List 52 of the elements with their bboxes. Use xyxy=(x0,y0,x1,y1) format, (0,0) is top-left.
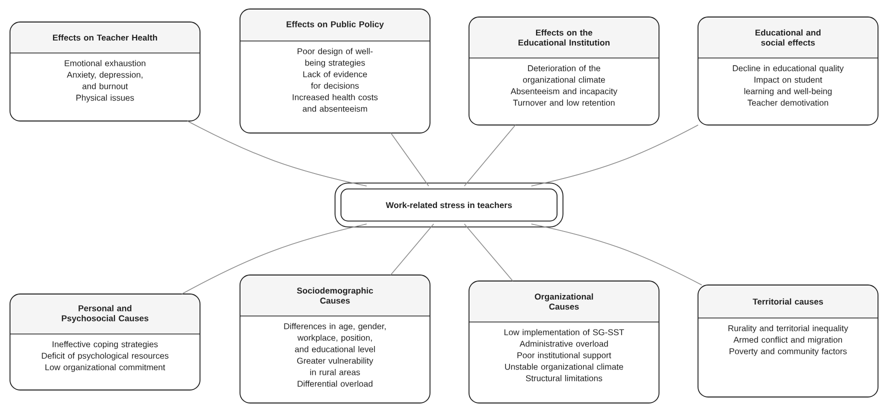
category-box xyxy=(698,284,878,398)
box-heading: Sociodemographic Causes xyxy=(297,287,374,304)
connector-line xyxy=(390,132,430,186)
category-box xyxy=(698,16,878,126)
connector-line xyxy=(530,124,699,186)
list-item: Low implementation of SG-SST xyxy=(504,329,624,337)
connector-line xyxy=(186,120,368,186)
list-item: Poverty and community factors xyxy=(730,348,847,356)
category-box xyxy=(10,294,200,390)
list-item: Turnover and low retention xyxy=(513,100,615,106)
central-topic: Work-related stress in teachers xyxy=(386,202,512,208)
list-item: Armed conflict and migration xyxy=(733,336,842,344)
list-item: Low organizational commitment xyxy=(45,364,166,372)
list-item: Physical issues xyxy=(76,94,134,102)
list-item: Unstable organizational climate xyxy=(505,364,624,372)
category-box xyxy=(468,280,660,404)
category-box xyxy=(10,22,200,122)
list-item: Rurality and territorial inequality xyxy=(728,325,848,333)
category-box xyxy=(240,8,430,134)
box-heading: Organizational Causes xyxy=(534,293,593,310)
box-heading: Effects on Teacher Health xyxy=(52,34,158,41)
list-item: Differences in age, gender, workplace, position, and educational level xyxy=(284,323,386,352)
list-item: Lack of evidence for decisions xyxy=(303,71,367,89)
connector-line xyxy=(464,224,514,282)
list-item: Increased health costs and absenteeism xyxy=(292,94,378,112)
connector-line xyxy=(464,124,516,186)
box-heading: Effects on Public Policy xyxy=(286,21,384,29)
list-item: Deterioration of the organizational climate xyxy=(523,65,605,84)
list-item: Teacher demotivation xyxy=(748,100,828,106)
list-item: Structural limitations xyxy=(526,375,602,382)
box-heading: Territorial causes xyxy=(752,298,823,305)
list-item: Poor institutional support xyxy=(517,352,612,360)
list-item: Absenteeism and incapacity xyxy=(510,88,618,96)
list-item: Emotional exhaustion xyxy=(64,60,146,66)
list-item: Ineffective coping strategies xyxy=(52,341,158,349)
list-item: Decline in educational quality xyxy=(732,65,844,73)
central-box xyxy=(334,182,564,228)
box-heading: Personal and Psychosocial Causes xyxy=(62,305,148,323)
category-box xyxy=(468,16,660,126)
list-item: Deficit of psychological resources xyxy=(42,352,168,360)
list-item: Administrative overload xyxy=(520,340,608,347)
connector-line xyxy=(390,224,434,276)
connector-line xyxy=(530,224,702,286)
list-item: Impact on student learning and well-being xyxy=(744,76,832,96)
list-item: Anxiety, depression, and burnout xyxy=(66,72,142,90)
category-box xyxy=(240,274,430,404)
list-item: Greater vulnerability in rural areas xyxy=(297,358,374,376)
list-item: Differential overload xyxy=(298,380,372,387)
connector-line xyxy=(181,224,368,294)
box-heading: Educational and social effects xyxy=(756,29,820,46)
list-item: Poor design of well-being strategies xyxy=(298,48,373,68)
box-heading: Effects on the Educational Institution xyxy=(518,29,610,46)
